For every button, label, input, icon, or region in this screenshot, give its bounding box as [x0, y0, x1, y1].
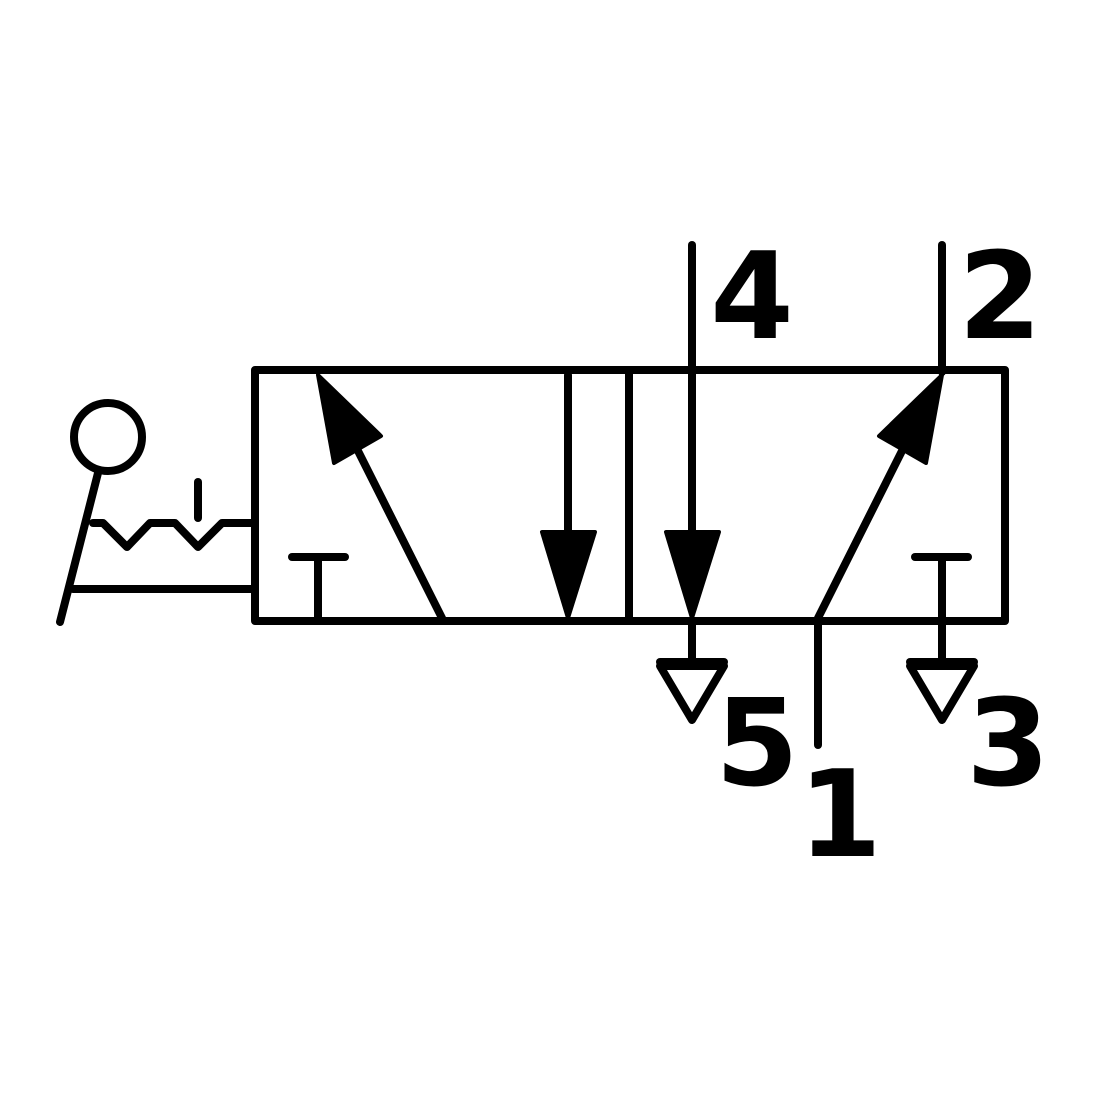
right-vertical-flow-arrow: [664, 241, 721, 620]
port-label-4: 4: [710, 228, 794, 367]
left-vertical-flow-arrow: [540, 371, 597, 620]
port-label-1: 1: [798, 746, 882, 885]
spring-icon: [89, 519, 259, 551]
manual-actuator: [56, 399, 259, 626]
port-label-2: 2: [958, 228, 1042, 367]
left-diagonal-arrowhead: [316, 373, 383, 465]
right-diagonal-flow-arrow: [814, 373, 944, 622]
port-label-5: 5: [715, 675, 799, 814]
right-vertical-arrowhead: [664, 530, 721, 620]
port-label-3: 3: [966, 675, 1050, 814]
valve-body: [251, 366, 1009, 625]
lever-line: [56, 469, 102, 626]
right-diagonal-arrowhead: [877, 373, 944, 465]
roller-icon: [70, 399, 146, 475]
right-blocked-port: [911, 553, 972, 622]
left-blocked-port: [288, 553, 349, 622]
exhaust-3-symbol: [906, 617, 978, 724]
left-vertical-arrowhead: [540, 530, 597, 620]
left-diagonal-flow-arrow: [316, 373, 446, 622]
exhaust-5-symbol: [656, 617, 728, 724]
